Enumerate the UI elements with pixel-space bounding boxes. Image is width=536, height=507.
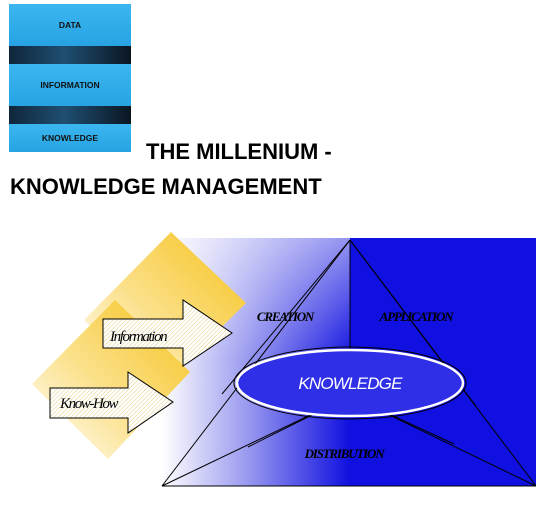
stack-separator — [9, 46, 131, 64]
arrow-label-know-how: Know-How — [59, 396, 119, 412]
data-information-knowledge-stack: DATA INFORMATION KNOWLEDGE — [9, 4, 131, 152]
know-how-arrow-icon — [49, 371, 174, 434]
stack-data-label: DATA — [58, 20, 82, 30]
stack-separator — [9, 106, 131, 124]
knowledge-ellipse-outline — [233, 346, 467, 420]
arrow-label-information: Information — [109, 329, 167, 345]
stack-information-label: INFORMATION — [40, 80, 100, 90]
stack-knowledge-label: KNOWLEDGE — [41, 133, 99, 143]
information-arrow-icon — [102, 299, 233, 367]
page-title-line-1: THE MILLENIUM - — [146, 139, 332, 164]
section-label-application: APPLICATION — [379, 309, 455, 324]
stack-band-data: DATA — [9, 4, 131, 46]
stack-band-information: INFORMATION — [9, 64, 131, 106]
center-label-knowledge: KNOWLEDGE — [298, 374, 403, 393]
page-title-line-2: KNOWLEDGE MANAGEMENT — [10, 174, 322, 199]
knowledge-ellipse — [235, 348, 465, 418]
stack-band-knowledge: KNOWLEDGE — [9, 124, 131, 152]
section-label-distribution: DISTRIBUTION — [304, 446, 386, 461]
section-label-creation: CREATION — [257, 309, 315, 324]
